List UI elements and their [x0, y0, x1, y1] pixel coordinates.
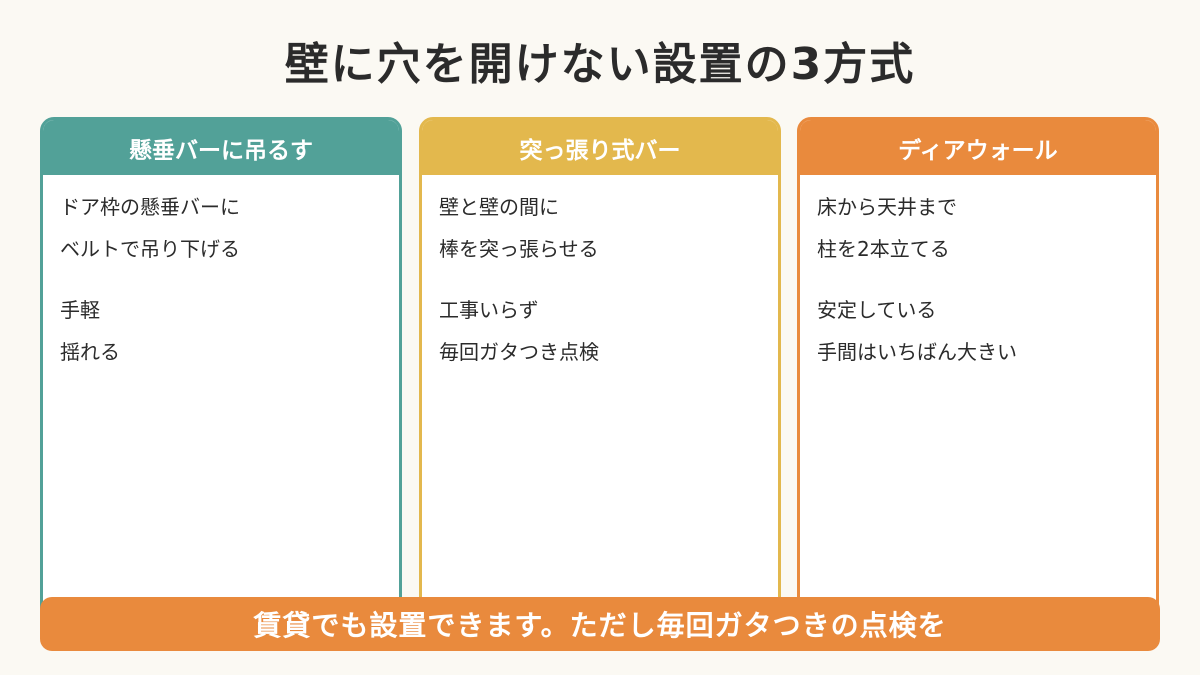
card-body: 床から天井まで 柱を2本立てる 安定している 手間はいちばん大きい: [800, 175, 1156, 362]
card-line: 揺れる: [60, 340, 120, 364]
card-line: 安定している: [817, 298, 937, 322]
page-title: 壁に穴を開けない設置の3方式: [284, 39, 916, 90]
card-line: 床から天井まで: [817, 195, 957, 219]
card-line: ドア枠の懸垂バーに: [60, 195, 240, 219]
card-line: 棒を突っ張らせる: [439, 237, 599, 261]
summary-banner: 賃貸でも設置できます。ただし毎回ガタつきの点検を: [40, 597, 1160, 651]
card-line: 柱を2本立てる: [817, 237, 950, 261]
card-line: 毎回ガタつき点検: [439, 340, 599, 364]
card-line: ベルトで吊り下げる: [60, 237, 240, 261]
card-line: 手間はいちばん大きい: [817, 340, 1017, 364]
card-line: 壁と壁の間に: [439, 195, 559, 219]
card-body: 壁と壁の間に 棒を突っ張らせる 工事いらず 毎回ガタつき点検: [422, 175, 778, 362]
card-header: ディアウォール: [800, 120, 1156, 175]
method-card-diawall: ディアウォール 床から天井まで 柱を2本立てる 安定している 手間はいちばん大き…: [797, 117, 1159, 633]
method-card-tension-rod: 突っ張り式バー 壁と壁の間に 棒を突っ張らせる 工事いらず 毎回ガタつき点検: [419, 117, 781, 633]
card-header: 突っ張り式バー: [422, 120, 778, 175]
card-body: ドア枠の懸垂バーに ベルトで吊り下げる 手軽 揺れる: [43, 175, 399, 362]
card-line: 工事いらず: [439, 298, 539, 322]
method-card-pullup-bar: 懸垂バーに吊るす ドア枠の懸垂バーに ベルトで吊り下げる 手軽 揺れる: [40, 117, 402, 633]
card-header: 懸垂バーに吊るす: [43, 120, 399, 175]
card-line: 手軽: [60, 298, 100, 322]
